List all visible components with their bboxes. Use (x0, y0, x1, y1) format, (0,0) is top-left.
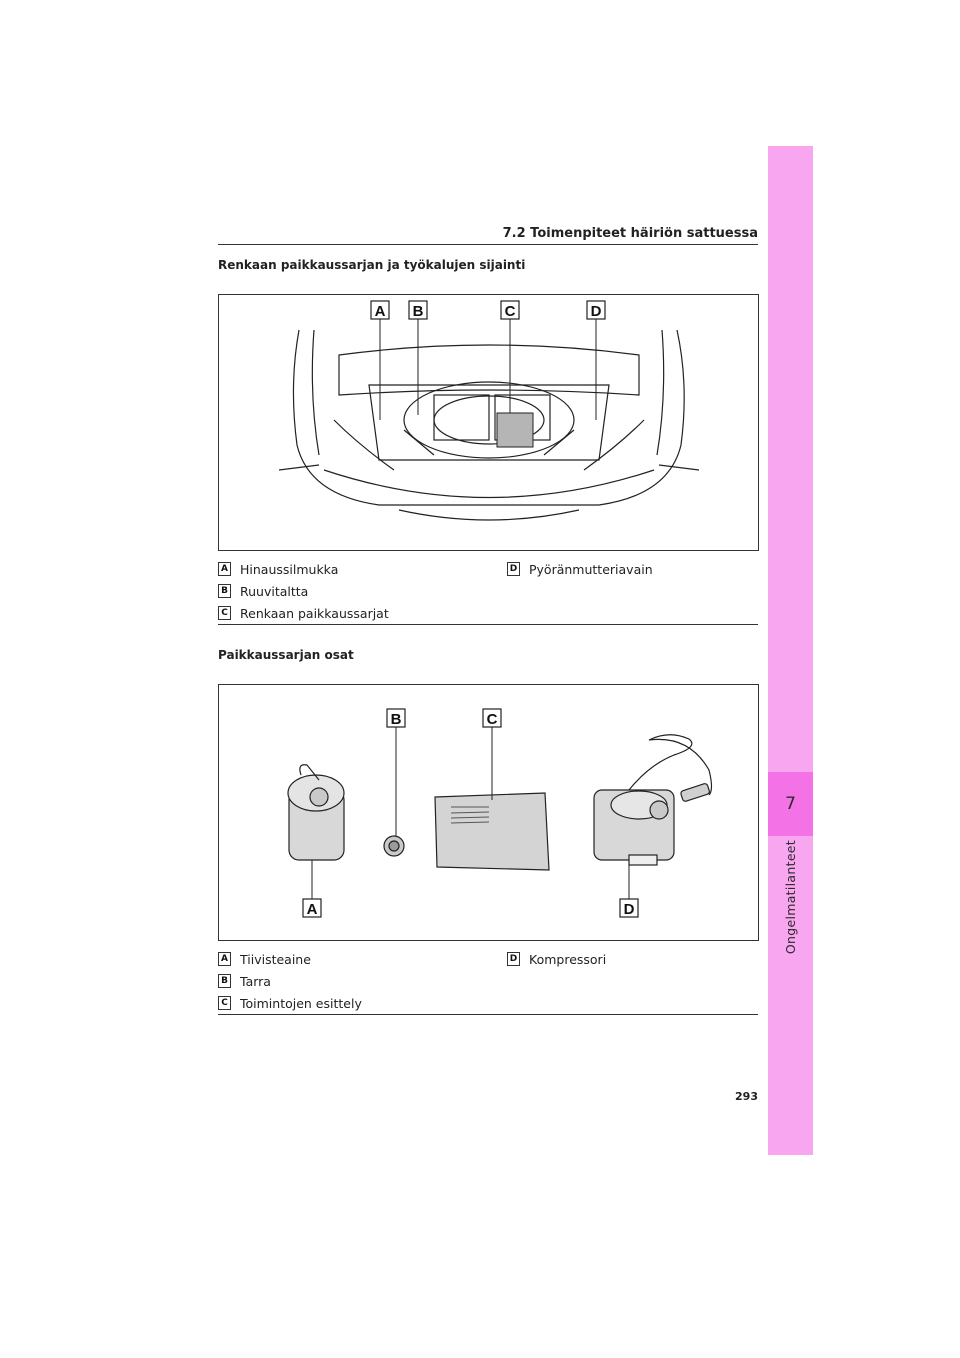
legend-key-badge: A (218, 562, 231, 576)
figure-label-b: B (413, 303, 424, 320)
legend-text: Tarra (240, 973, 271, 989)
legend-text: Hinaussilmukka (240, 561, 339, 577)
legend-item: A Hinaussilmukka (218, 560, 338, 578)
legend-key-badge: D (507, 952, 520, 966)
page-number: 293 (735, 1090, 758, 1103)
legend-item: D Kompressori (507, 950, 606, 968)
legend-key-badge: C (218, 606, 231, 620)
figure-label-d: D (591, 303, 602, 320)
figure-label-d: D (624, 901, 635, 918)
chapter-title: Ongelmatilanteet (783, 840, 798, 955)
legend-item: B Ruuvitaltta (218, 582, 308, 600)
repair-kit-figure: B C A D (218, 684, 759, 941)
legend-item: B Tarra (218, 972, 271, 990)
legend-key-badge: C (218, 996, 231, 1010)
section2-legend: A Tiivisteaine B Tarra C Toimintojen esi… (218, 950, 758, 1012)
legend-text: Toimintojen esittely (240, 995, 362, 1011)
legend-item: C Renkaan paikkaussarjat (218, 604, 389, 622)
trunk-figure: A B C D (218, 294, 759, 551)
legend-text: Pyöränmutteriavain (529, 561, 653, 577)
section2-rule (218, 1014, 758, 1015)
figure-label-c: C (505, 303, 516, 320)
section2-title: Paikkaussarjan osat (218, 648, 354, 662)
section1-title: Renkaan paikkaussarjan ja työkalujen sij… (218, 258, 526, 272)
chapter-side-tab (768, 146, 813, 1155)
figure-label-a: A (307, 901, 318, 918)
figure-label-c: C (487, 711, 498, 728)
figure-label-b: B (391, 711, 402, 728)
header-rule (218, 244, 758, 245)
legend-text: Ruuvitaltta (240, 583, 309, 599)
legend-text: Renkaan paikkaussarjat (240, 605, 389, 621)
legend-item: A Tiivisteaine (218, 950, 311, 968)
legend-text: Kompressori (529, 951, 607, 967)
section1-legend: A Hinaussilmukka B Ruuvitaltta C Renkaan… (218, 560, 758, 622)
legend-item: C Toimintojen esittely (218, 994, 362, 1012)
chapter-number: 7 (768, 772, 813, 836)
figure-label-a: A (375, 303, 386, 320)
legend-key-badge: A (218, 952, 231, 966)
legend-item: D Pyöränmutteriavain (507, 560, 653, 578)
section-running-head: 7.2 Toimenpiteet häiriön sattuessa (502, 226, 758, 241)
legend-key-badge: B (218, 974, 231, 988)
legend-text: Tiivisteaine (240, 951, 311, 967)
legend-key-badge: B (218, 584, 231, 598)
legend-key-badge: D (507, 562, 520, 576)
section1-rule (218, 624, 758, 625)
